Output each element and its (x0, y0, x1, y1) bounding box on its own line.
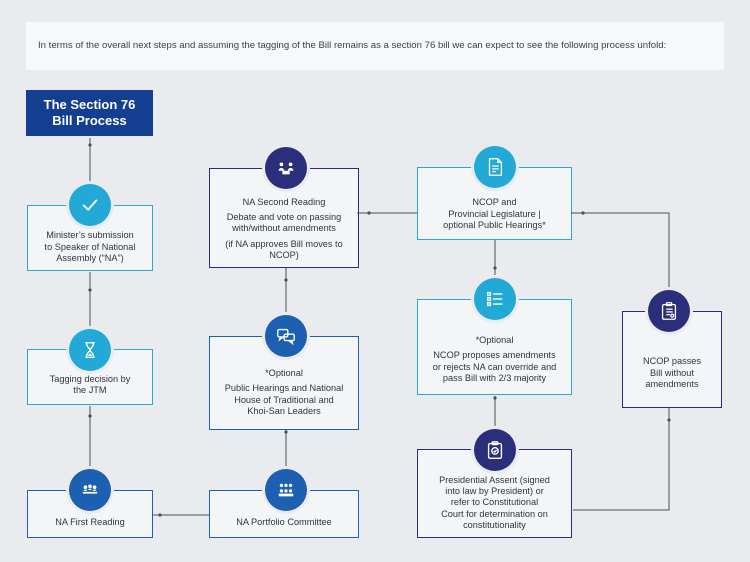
committee-icon (265, 469, 307, 511)
step-text-line: Khoi-San Leaders (247, 405, 321, 416)
step-text-line: NCOP) (269, 249, 299, 260)
document-icon (474, 146, 516, 188)
step-text-line: Assembly (“NA”) (56, 252, 124, 263)
checklist-icon (474, 278, 516, 320)
hourglass-icon (69, 329, 111, 371)
step-text-line: amendments (645, 378, 699, 389)
step-text-line: *Optional (265, 368, 303, 379)
clipboard-list-icon (648, 290, 690, 332)
diagram-title: The Section 76 Bill Process (26, 90, 153, 136)
step-text-line: NA First Reading (55, 516, 125, 527)
step-text-line: into law by President) or (445, 486, 544, 497)
intro-text: In terms of the overall next steps and a… (26, 22, 724, 70)
step-text-line: the JTM (73, 384, 107, 395)
title-line-1: The Section 76 (43, 97, 136, 112)
step-text-line: to Speaker of National (44, 241, 136, 252)
step-text-line: NCOP proposes amendments (433, 350, 556, 361)
speech-bubbles-icon (265, 315, 307, 357)
step-text-line: *Optional (475, 335, 514, 346)
step-text-line: Minister’s submission (46, 230, 134, 241)
title-line-2: Bill Process (52, 113, 127, 128)
step-presidential-assent: Presidential Assent (signed into law by … (417, 449, 572, 538)
step-text-line: Court for determination on (441, 508, 548, 519)
connector-ncop-pass (571, 212, 670, 290)
step-text-line: Presidential Assent (signed (439, 474, 550, 485)
debate-icon (265, 147, 307, 189)
checkmark-icon (69, 184, 111, 226)
connector-pass-assent (573, 408, 670, 511)
step-text-line: Public Hearings and National (224, 383, 344, 394)
step-text-line: with/without amendments (232, 223, 336, 234)
meeting-icon (69, 469, 111, 511)
clipboard-check-icon (474, 429, 516, 471)
step-text-line: NCOP passes (642, 356, 702, 367)
step-text-line: House of Traditional and (234, 394, 334, 405)
step-text-line: constitutionality (463, 519, 526, 530)
step-text-line: Tagging decision by (49, 373, 131, 384)
step-text-line: (if NA approves Bill moves to (225, 238, 343, 249)
step-text-line: Bill without (650, 367, 694, 378)
step-text-line: optional Public Hearings* (443, 219, 546, 230)
step-text-line: NA Second Reading (242, 196, 326, 207)
step-text-line: NA Portfolio Committee (236, 516, 332, 527)
step-text-line: pass Bill with 2/3 majority (442, 372, 547, 383)
step-text-line: or rejects NA can override and (432, 361, 557, 372)
step-text-line: refer to Constitutional (450, 497, 539, 508)
step-text-line: NCOP and (472, 197, 517, 208)
step-text-line: Provincial Legislature | (448, 208, 541, 219)
step-text-line: Debate and vote on passing (226, 212, 342, 223)
